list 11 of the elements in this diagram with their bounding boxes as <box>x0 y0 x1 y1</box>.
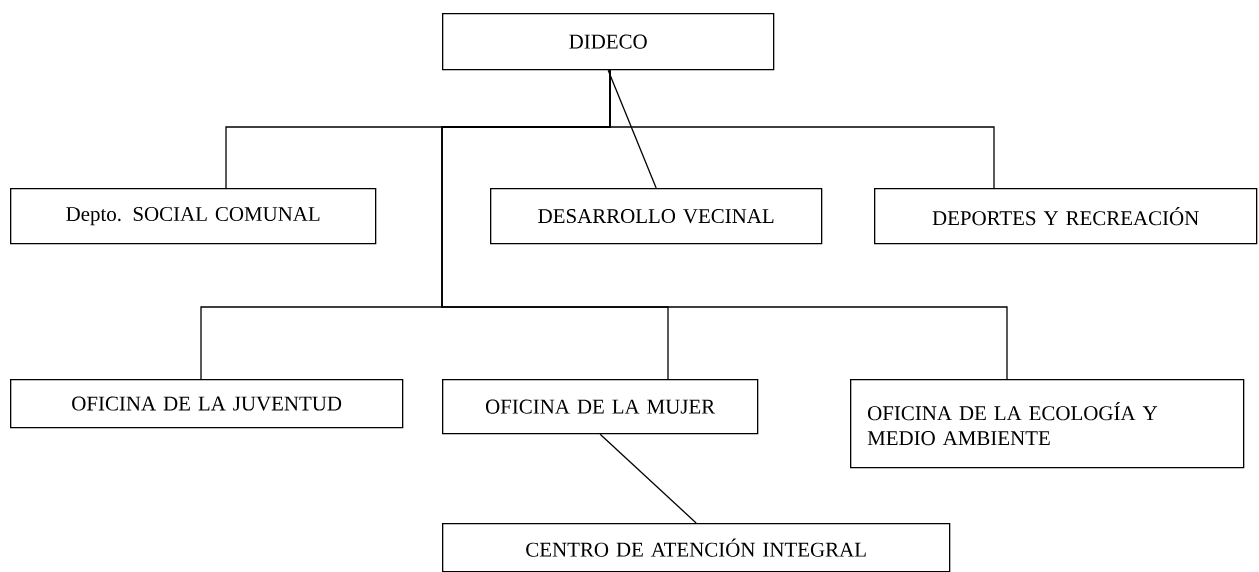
org-box: DIDECO <box>442 13 775 71</box>
connector-line <box>607 69 657 189</box>
org-box: OFICINA DE LA ECOLOGÍA Y MEDIO AMBIENTE <box>850 379 1245 469</box>
org-box: CENTRO DE ATENCIÓN INTEGRAL <box>442 523 951 572</box>
org-box: OFICINA DE LA JUVENTUD <box>10 379 404 429</box>
org-box: DEPORTES Y RECREACIÓN <box>874 188 1258 245</box>
connector-line <box>441 69 1008 380</box>
org-box: OFICINA DE LA MUJER <box>442 379 759 435</box>
org-box: DESARROLLO VECINAL <box>490 188 823 245</box>
connector-line <box>599 433 697 524</box>
org-box: Depto. SOCIAL COMUNAL <box>10 188 377 245</box>
